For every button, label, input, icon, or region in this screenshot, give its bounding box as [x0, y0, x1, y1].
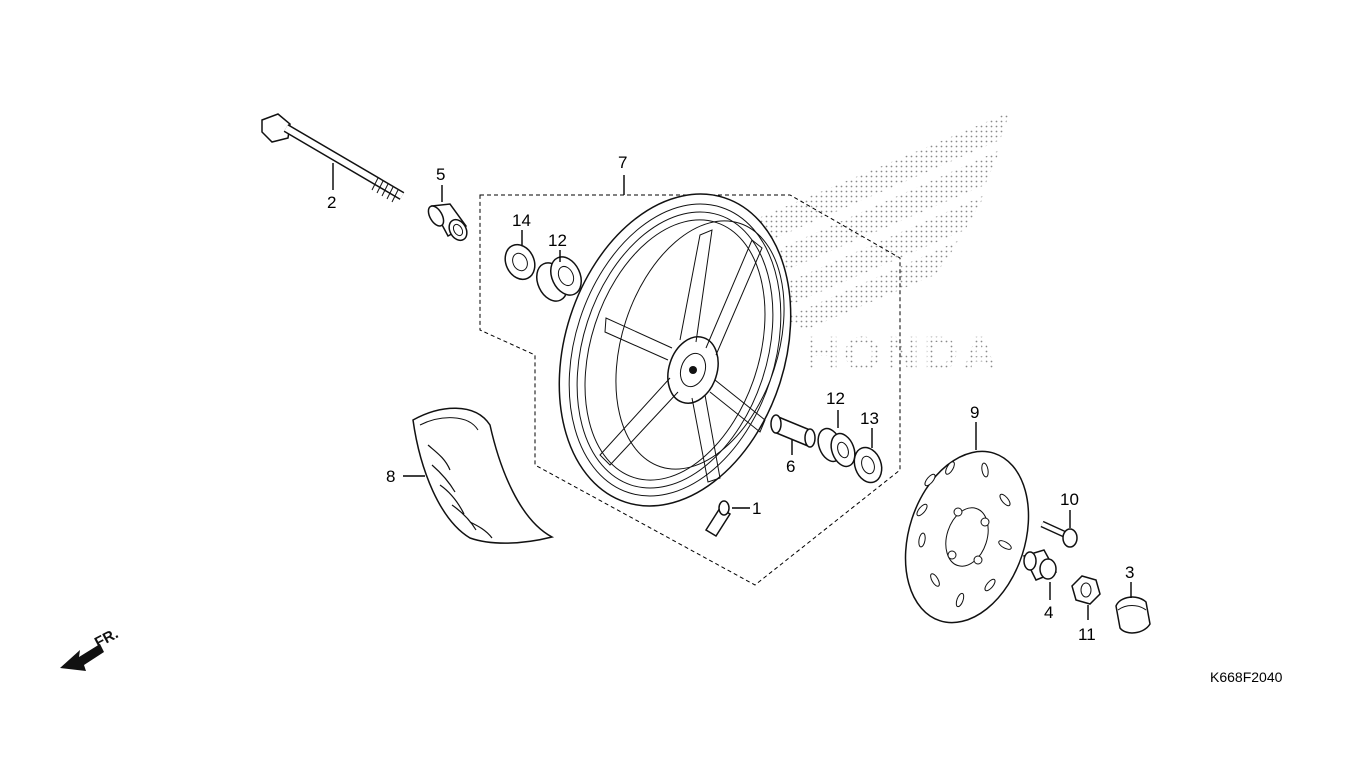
dust-seal: [853, 446, 883, 484]
honda-wing-watermark: HONDA: [730, 112, 1010, 381]
callout-14: 14: [512, 211, 531, 230]
front-direction-arrow: FR.: [60, 625, 121, 671]
callout-2: 2: [327, 193, 336, 212]
bearing-left: [504, 243, 536, 281]
honda-logo-text: HONDA: [805, 328, 1001, 381]
diagram-code: K668F2040: [1210, 669, 1283, 685]
callout-12-right: 12: [826, 389, 845, 408]
bearing-right: [817, 427, 856, 468]
assembly-boundary: [479, 194, 901, 586]
callout-7: 7: [618, 153, 627, 172]
callout-1: 1: [752, 499, 761, 518]
bearing-left-inner: [536, 256, 582, 302]
distance-collar: [770, 414, 816, 448]
callout-12-left: 12: [548, 231, 567, 250]
callout-9: 9: [970, 403, 979, 422]
cast-wheel: [558, 193, 792, 507]
callout-5: 5: [436, 165, 445, 184]
callout-13: 13: [860, 409, 879, 428]
callout-8: 8: [386, 467, 395, 486]
axle-cap: [1115, 596, 1151, 634]
side-collar-left: [427, 203, 468, 242]
callout-11: 11: [1078, 625, 1096, 644]
callout-6: 6: [786, 457, 795, 476]
tire-valve: [704, 500, 732, 538]
side-collar-right: [1022, 549, 1058, 581]
callout-10: 10: [1060, 490, 1079, 509]
callout-3: 3: [1125, 563, 1134, 582]
callout-4: 4: [1044, 603, 1053, 622]
tire: [412, 407, 555, 544]
axle-nut: [1071, 575, 1101, 605]
disc-bolt: [1040, 520, 1078, 548]
axle-bolt: [261, 113, 405, 203]
brake-disc: [904, 450, 1030, 624]
